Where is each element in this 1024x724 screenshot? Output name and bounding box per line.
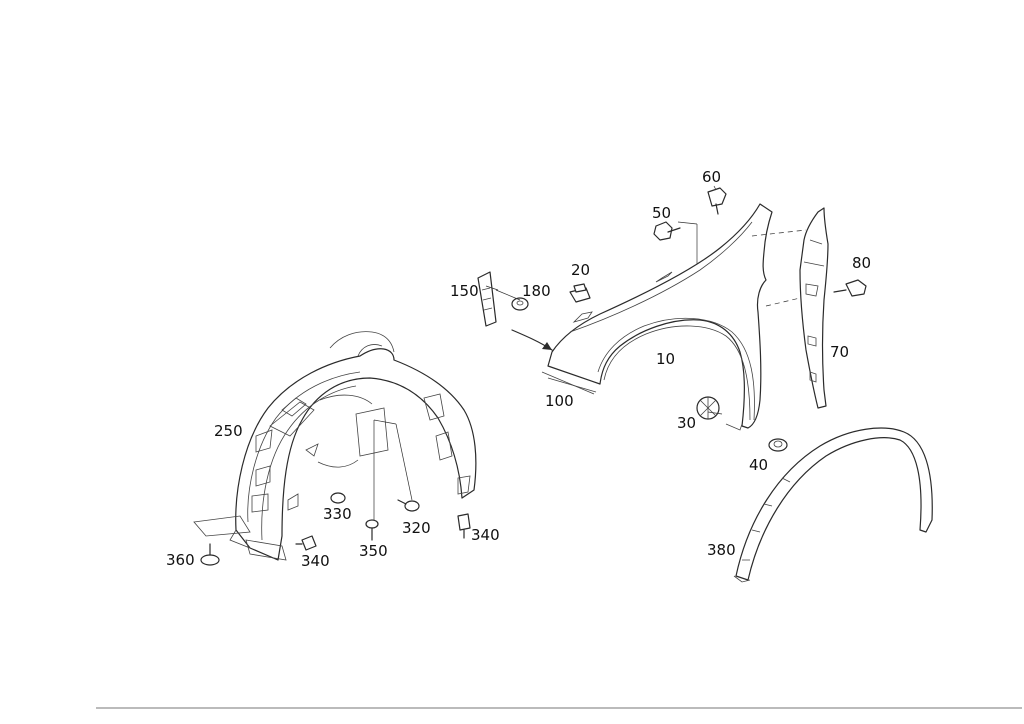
fender-panel	[541, 203, 773, 431]
label-part-250: 250	[214, 422, 243, 440]
bolt-50-part	[653, 221, 681, 241]
label-part-330: 330	[323, 505, 352, 523]
label-part-340-right: 340	[471, 526, 500, 544]
bolt-80-part	[833, 279, 867, 297]
label-part-70: 70	[830, 343, 849, 361]
label-part-60: 60	[702, 168, 721, 186]
label-part-40: 40	[749, 456, 768, 474]
label-part-50: 50	[652, 204, 671, 222]
alignment-lines	[751, 229, 807, 307]
label-part-380: 380	[707, 541, 736, 559]
washer-180-part	[511, 297, 529, 311]
grommet-30-part	[696, 396, 720, 420]
label-part-10: 10	[656, 350, 675, 368]
direction-arrow	[511, 329, 553, 351]
wheel-arch-liner	[193, 331, 477, 561]
clip-340b-part	[457, 513, 471, 539]
label-part-360: 360	[166, 551, 195, 569]
part-labels: 10 20 30 40 50 60 70 80 100 150 180 250 …	[166, 168, 871, 570]
bracket-150-part	[477, 271, 497, 327]
screw-320-part	[397, 499, 420, 512]
screw-360-part	[200, 543, 220, 566]
fender-trim-strip	[799, 207, 829, 409]
nut-40-part	[768, 438, 788, 452]
clip-340a-part	[295, 535, 317, 551]
label-part-150: 150	[450, 282, 479, 300]
screw-350-part	[365, 519, 379, 541]
label-part-80: 80	[852, 254, 871, 272]
wheel-arch-moulding	[733, 427, 933, 583]
label-part-320: 320	[402, 519, 431, 537]
label-part-20: 20	[571, 261, 590, 279]
leader-lines	[373, 185, 723, 520]
label-part-340-left: 340	[301, 552, 330, 570]
label-part-180: 180	[522, 282, 551, 300]
bolt-60-part	[707, 187, 727, 215]
clip-20-part	[569, 283, 591, 303]
nut-330-part	[330, 492, 346, 504]
label-part-100: 100	[545, 392, 574, 410]
label-part-350: 350	[359, 542, 388, 560]
label-part-30: 30	[677, 414, 696, 432]
